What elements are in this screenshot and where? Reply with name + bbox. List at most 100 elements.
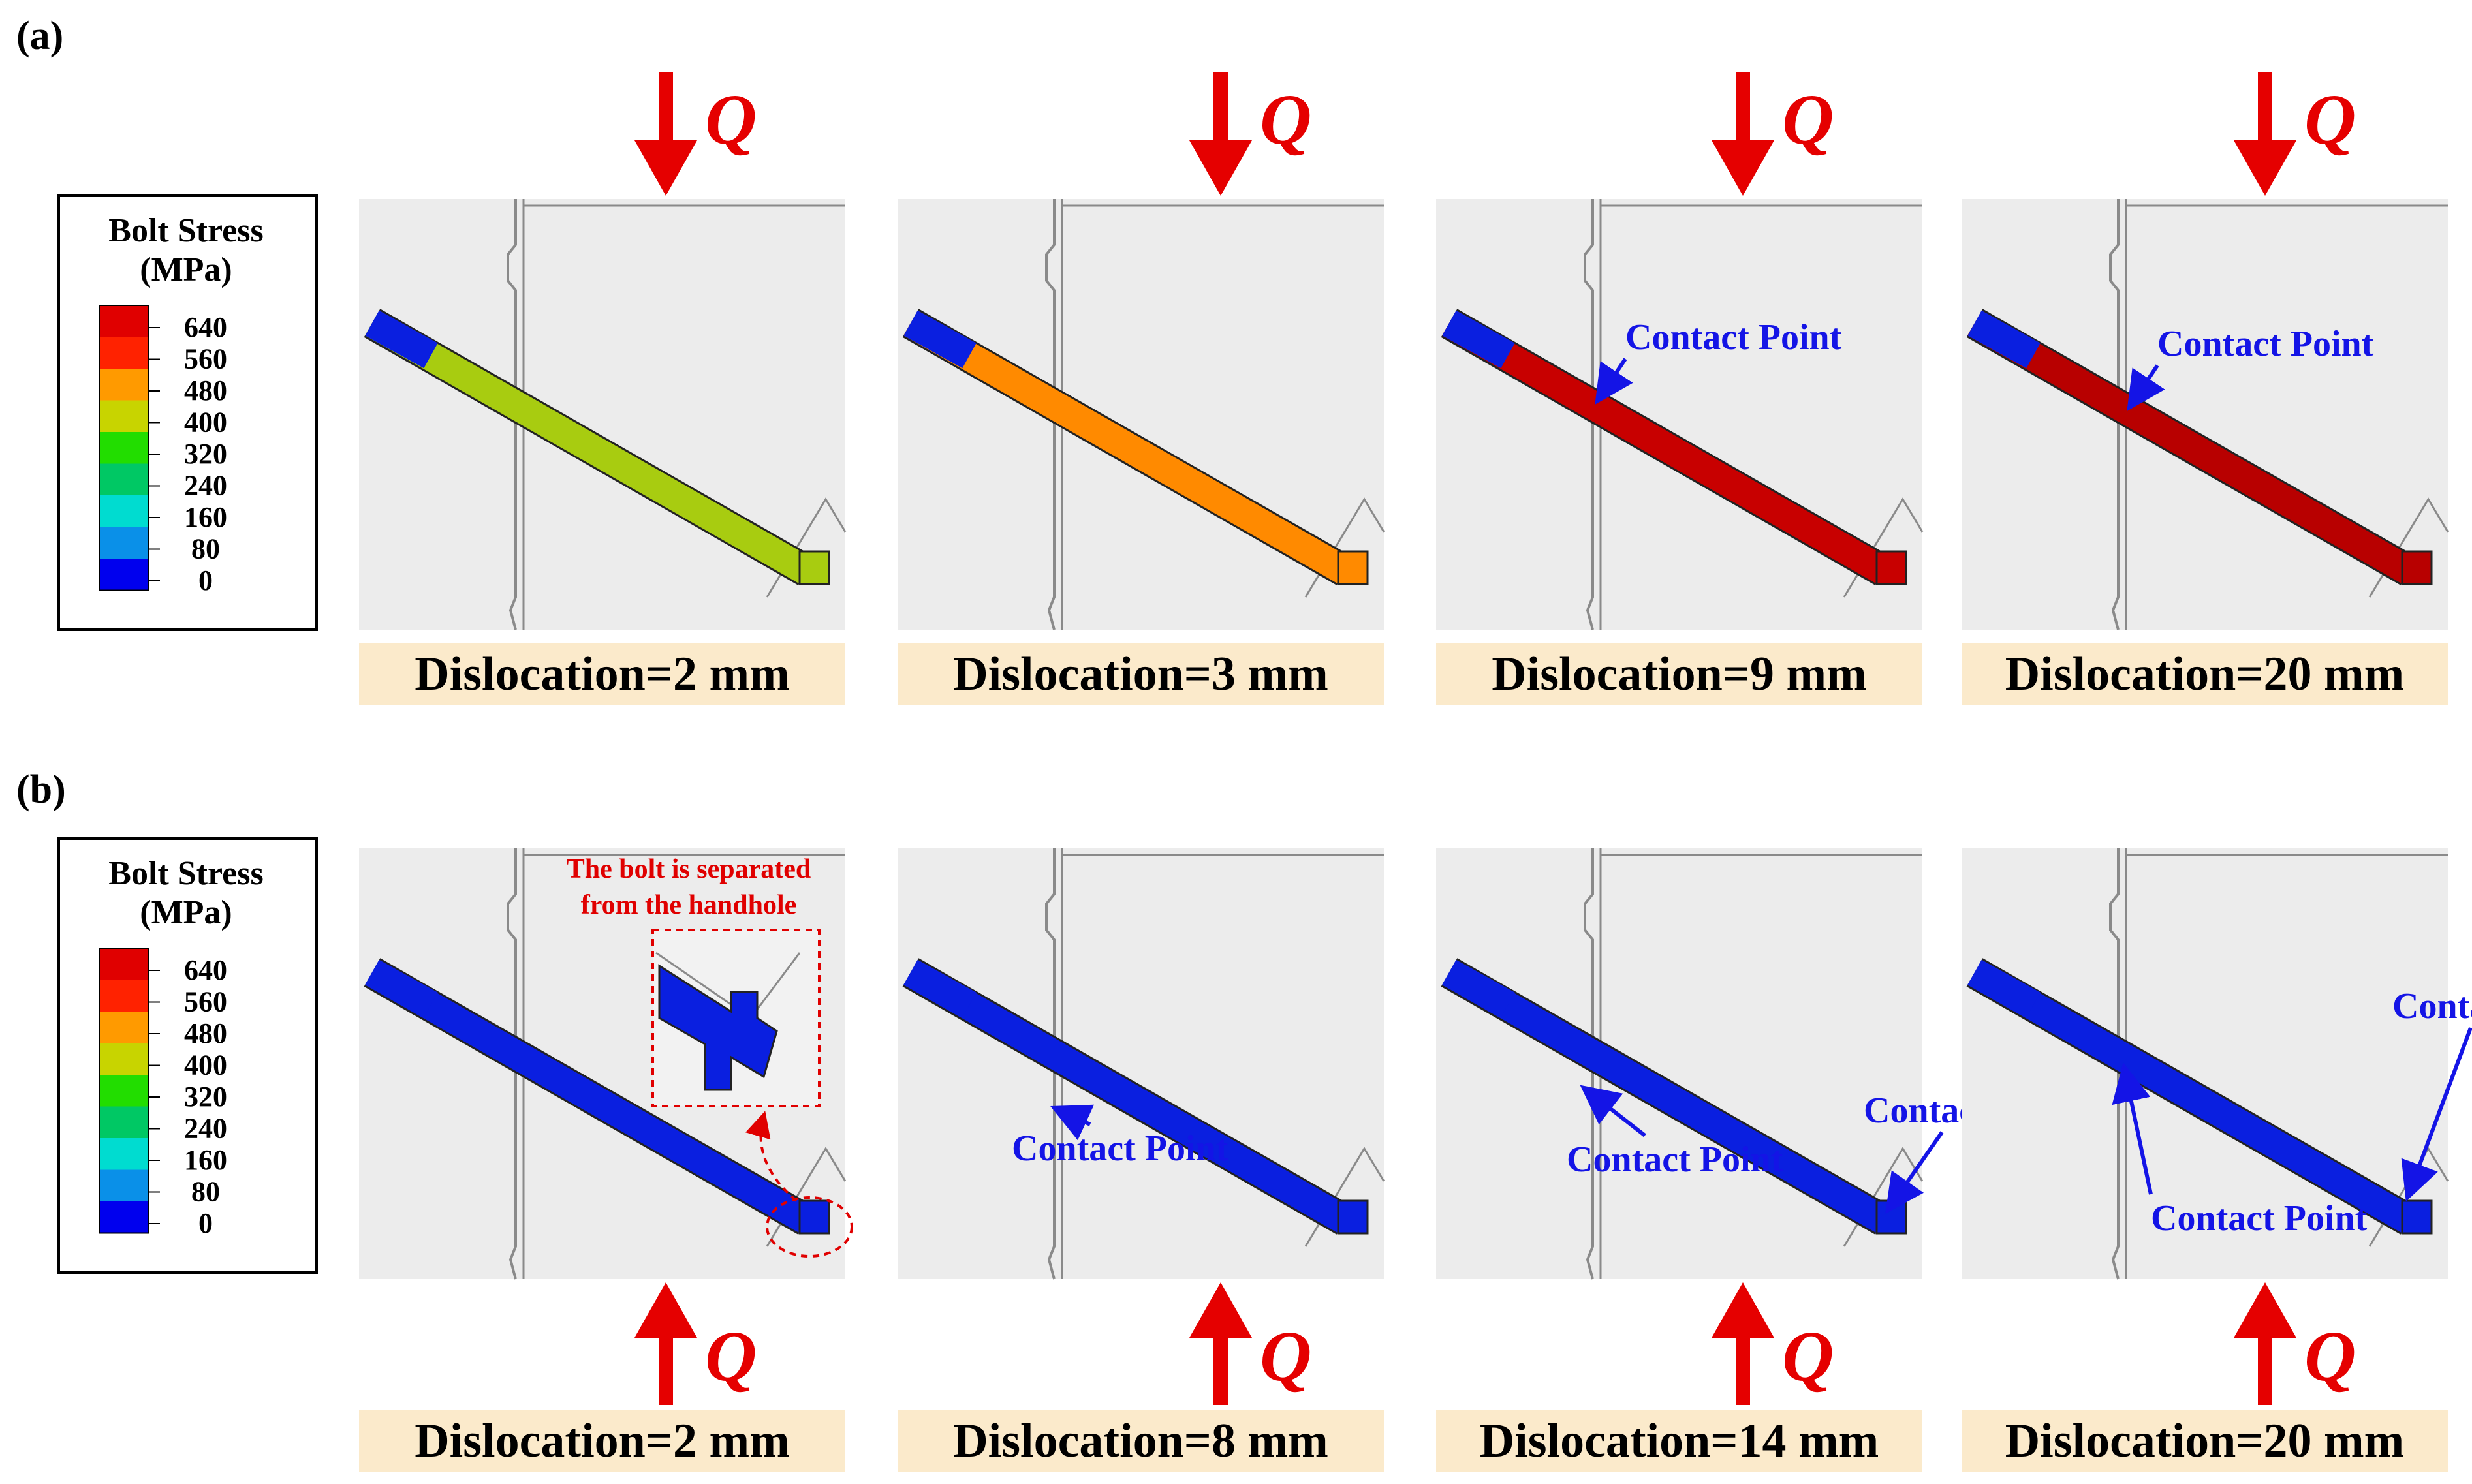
contact-point-label: Contact Point bbox=[2151, 1198, 2368, 1239]
load-arrow-head bbox=[634, 140, 697, 196]
segment-joint bbox=[507, 199, 517, 630]
inset-bolt-head bbox=[658, 964, 778, 1091]
legend-tick-label: 0 bbox=[198, 1207, 213, 1239]
legend-band-frame bbox=[99, 948, 149, 1234]
legend-tick-label: 640 bbox=[184, 954, 227, 986]
legend-unit: (MPa) bbox=[140, 251, 232, 288]
load-arrow-shaft bbox=[1736, 72, 1750, 142]
legend-tick-label: 160 bbox=[184, 1144, 227, 1176]
bolt-body bbox=[365, 310, 813, 584]
bolt-body bbox=[903, 959, 1352, 1233]
load-arrow: Q bbox=[1189, 1282, 1311, 1405]
contact-point-arrow bbox=[1050, 1104, 1095, 1141]
load-symbol: Q bbox=[705, 1316, 757, 1396]
bolt-body bbox=[1967, 310, 2416, 584]
contact-point-label: Contact Point bbox=[1012, 1128, 1228, 1169]
contact-point-arrow bbox=[1580, 1085, 1646, 1137]
legend-band bbox=[99, 527, 148, 559]
legend-tick-label: 560 bbox=[184, 986, 227, 1018]
legend-band bbox=[99, 1138, 148, 1170]
load-arrow-head bbox=[1712, 140, 1774, 196]
load-arrow-shaft bbox=[1213, 1337, 1228, 1405]
panel: Contact Point bbox=[1436, 199, 1924, 630]
load-arrow-shaft bbox=[659, 72, 673, 142]
contact-point-label: Contact Point bbox=[1567, 1139, 1783, 1180]
row-label-b: (b) bbox=[16, 767, 66, 812]
caption-background bbox=[1962, 643, 2448, 705]
bolt-body bbox=[1967, 959, 2416, 1233]
dislocation-caption: Dislocation=2 mm bbox=[415, 647, 790, 701]
load-symbol: Q bbox=[705, 80, 757, 159]
segment-joint bbox=[2109, 848, 2120, 1280]
bolt-nut bbox=[2401, 550, 2433, 585]
load-arrow-shaft bbox=[1213, 72, 1228, 142]
bolt-body bbox=[1442, 959, 1890, 1233]
legend-band bbox=[99, 1043, 148, 1075]
legend-tick-label: 80 bbox=[191, 1176, 220, 1208]
caption-background bbox=[898, 643, 1384, 705]
bolt-body bbox=[365, 959, 813, 1233]
load-arrow-shaft bbox=[1736, 1337, 1750, 1405]
segment-joint bbox=[1584, 199, 1594, 630]
caption-background bbox=[359, 643, 845, 705]
legend-unit: (MPa) bbox=[140, 894, 232, 931]
bolt-body bbox=[903, 310, 1352, 584]
separation-note: The bolt is separated bbox=[567, 854, 811, 884]
segment-joint bbox=[2109, 199, 2120, 630]
load-arrow-shaft bbox=[2258, 72, 2272, 142]
legend-band bbox=[99, 948, 148, 980]
load-arrow-head bbox=[1712, 1282, 1774, 1338]
legend-band bbox=[99, 495, 148, 527]
legend-tick-label: 400 bbox=[184, 407, 227, 439]
contact-point-arrow bbox=[2112, 1062, 2153, 1195]
caption-background bbox=[1962, 1410, 2448, 1472]
separation-arrow bbox=[745, 1111, 798, 1202]
legend-tick-label: 480 bbox=[184, 375, 227, 407]
bolt-end bbox=[903, 310, 977, 369]
load-arrow: Q bbox=[2234, 1282, 2356, 1405]
load-symbol: Q bbox=[2304, 80, 2356, 159]
load-arrow: Q bbox=[1189, 72, 1311, 196]
load-arrow-head bbox=[634, 1282, 697, 1338]
legend-title: Bolt Stress bbox=[108, 212, 263, 249]
legend-band bbox=[99, 1075, 148, 1107]
legend-tick-label: 400 bbox=[184, 1049, 227, 1081]
load-symbol: Q bbox=[2304, 1316, 2356, 1396]
bolt-end bbox=[1442, 959, 1515, 1018]
segment-joint bbox=[1584, 848, 1594, 1280]
captions: Dislocation=2 mm Dislocation=3 mm Dislocat… bbox=[359, 643, 2448, 1472]
dislocation-caption: Dislocation=8 mm bbox=[953, 1414, 1328, 1468]
legend-tick-label: 0 bbox=[198, 564, 213, 596]
load-arrow-head bbox=[2234, 140, 2296, 196]
segment-joint bbox=[507, 848, 517, 1280]
contact-point-arrow bbox=[2127, 364, 2165, 411]
legend-band bbox=[99, 432, 148, 464]
row-label-a: (a) bbox=[16, 14, 63, 58]
bolt-nut bbox=[1337, 1199, 1369, 1235]
legend-band bbox=[99, 1201, 148, 1233]
bolt-nut bbox=[2401, 1199, 2433, 1235]
load-arrow-shaft bbox=[2258, 1337, 2272, 1405]
legend-band bbox=[99, 463, 148, 495]
legend-tick-label: 560 bbox=[184, 343, 227, 375]
legend-band bbox=[99, 980, 148, 1012]
caption-background bbox=[1436, 1410, 1922, 1472]
load-arrow-head bbox=[1189, 1282, 1252, 1338]
contact-point-label: Contact Point bbox=[2392, 986, 2472, 1027]
legend-tick-label: 160 bbox=[184, 501, 227, 533]
load-arrow: Q bbox=[1712, 1282, 1834, 1405]
legend-band bbox=[99, 337, 148, 369]
dislocation-caption: Dislocation=3 mm bbox=[953, 647, 1328, 701]
separation-highlight bbox=[766, 1196, 853, 1258]
load-arrow: Q bbox=[1712, 72, 1834, 196]
legend-tick-label: 640 bbox=[184, 311, 227, 343]
load-symbol: Q bbox=[1260, 1316, 1311, 1396]
legend-band bbox=[99, 1169, 148, 1201]
dislocation-caption: Dislocation=9 mm bbox=[1492, 647, 1867, 701]
bolt-end bbox=[1967, 310, 2041, 369]
